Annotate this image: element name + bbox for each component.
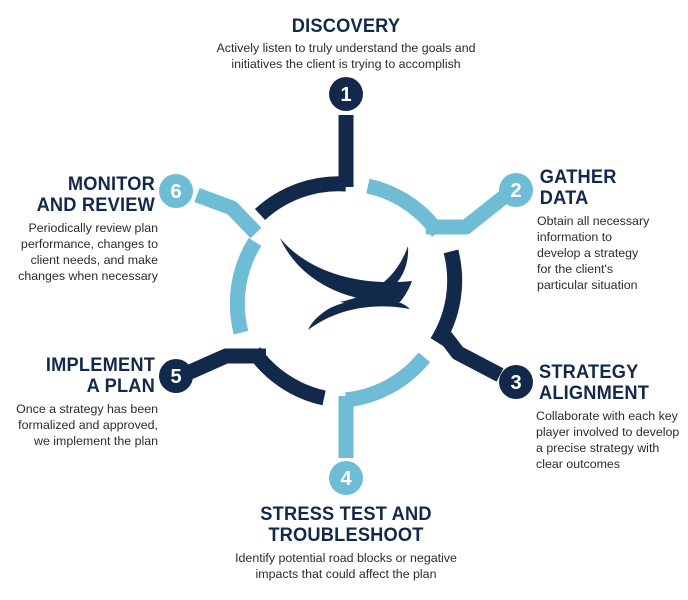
arc-segment-1 — [254, 176, 347, 221]
step-desc-discovery: Actively listen to truly understand the … — [216, 41, 476, 71]
step-desc-stress-test: Identify potential road blocks or negati… — [235, 551, 457, 581]
arc-segment-4 — [345, 352, 431, 408]
step-desc-gather-data: Obtain all necessary information to deve… — [537, 214, 650, 292]
step-desc-implement-plan: Once a strategy has been formalized and … — [16, 402, 158, 448]
step-title-monitor-review: MONITOR AND REVIEW — [36, 174, 156, 216]
swoosh-logo-icon — [280, 238, 412, 330]
step-title-implement-plan: IMPLEMENT A PLAN — [45, 355, 156, 397]
svg-text:1: 1 — [340, 84, 351, 106]
step-title-stress-test: STRESS TEST AND TROUBLESHOOT — [260, 504, 432, 546]
step-badge-5: 5 — [159, 359, 193, 393]
step-desc-strategy-alignment: Collaborate with each key player involve… — [536, 409, 680, 471]
svg-text:6: 6 — [170, 181, 181, 203]
connector-3 — [435, 326, 504, 382]
step-badge-2: 2 — [499, 173, 533, 207]
connector-2 — [426, 190, 510, 235]
svg-text:2: 2 — [510, 180, 521, 202]
step-badge-4: 4 — [329, 461, 363, 495]
svg-text:3: 3 — [510, 372, 521, 394]
step-title-strategy-alignment: STRATEGY ALIGNMENT — [538, 362, 650, 404]
arc-segment-6 — [229, 237, 262, 335]
step-badge-1: 1 — [329, 77, 363, 111]
svg-text:4: 4 — [340, 468, 352, 490]
step-title-discovery: DISCOVERY — [291, 16, 401, 37]
svg-text:5: 5 — [170, 366, 181, 388]
step-badge-6: 6 — [159, 174, 193, 208]
step-badge-3: 3 — [499, 365, 533, 399]
connector-6 — [194, 187, 262, 239]
connector-5 — [186, 348, 266, 379]
step-desc-monitor-review: Periodically review plan performance, ch… — [18, 221, 158, 283]
step-title-gather-data: GATHER DATA — [539, 167, 617, 209]
